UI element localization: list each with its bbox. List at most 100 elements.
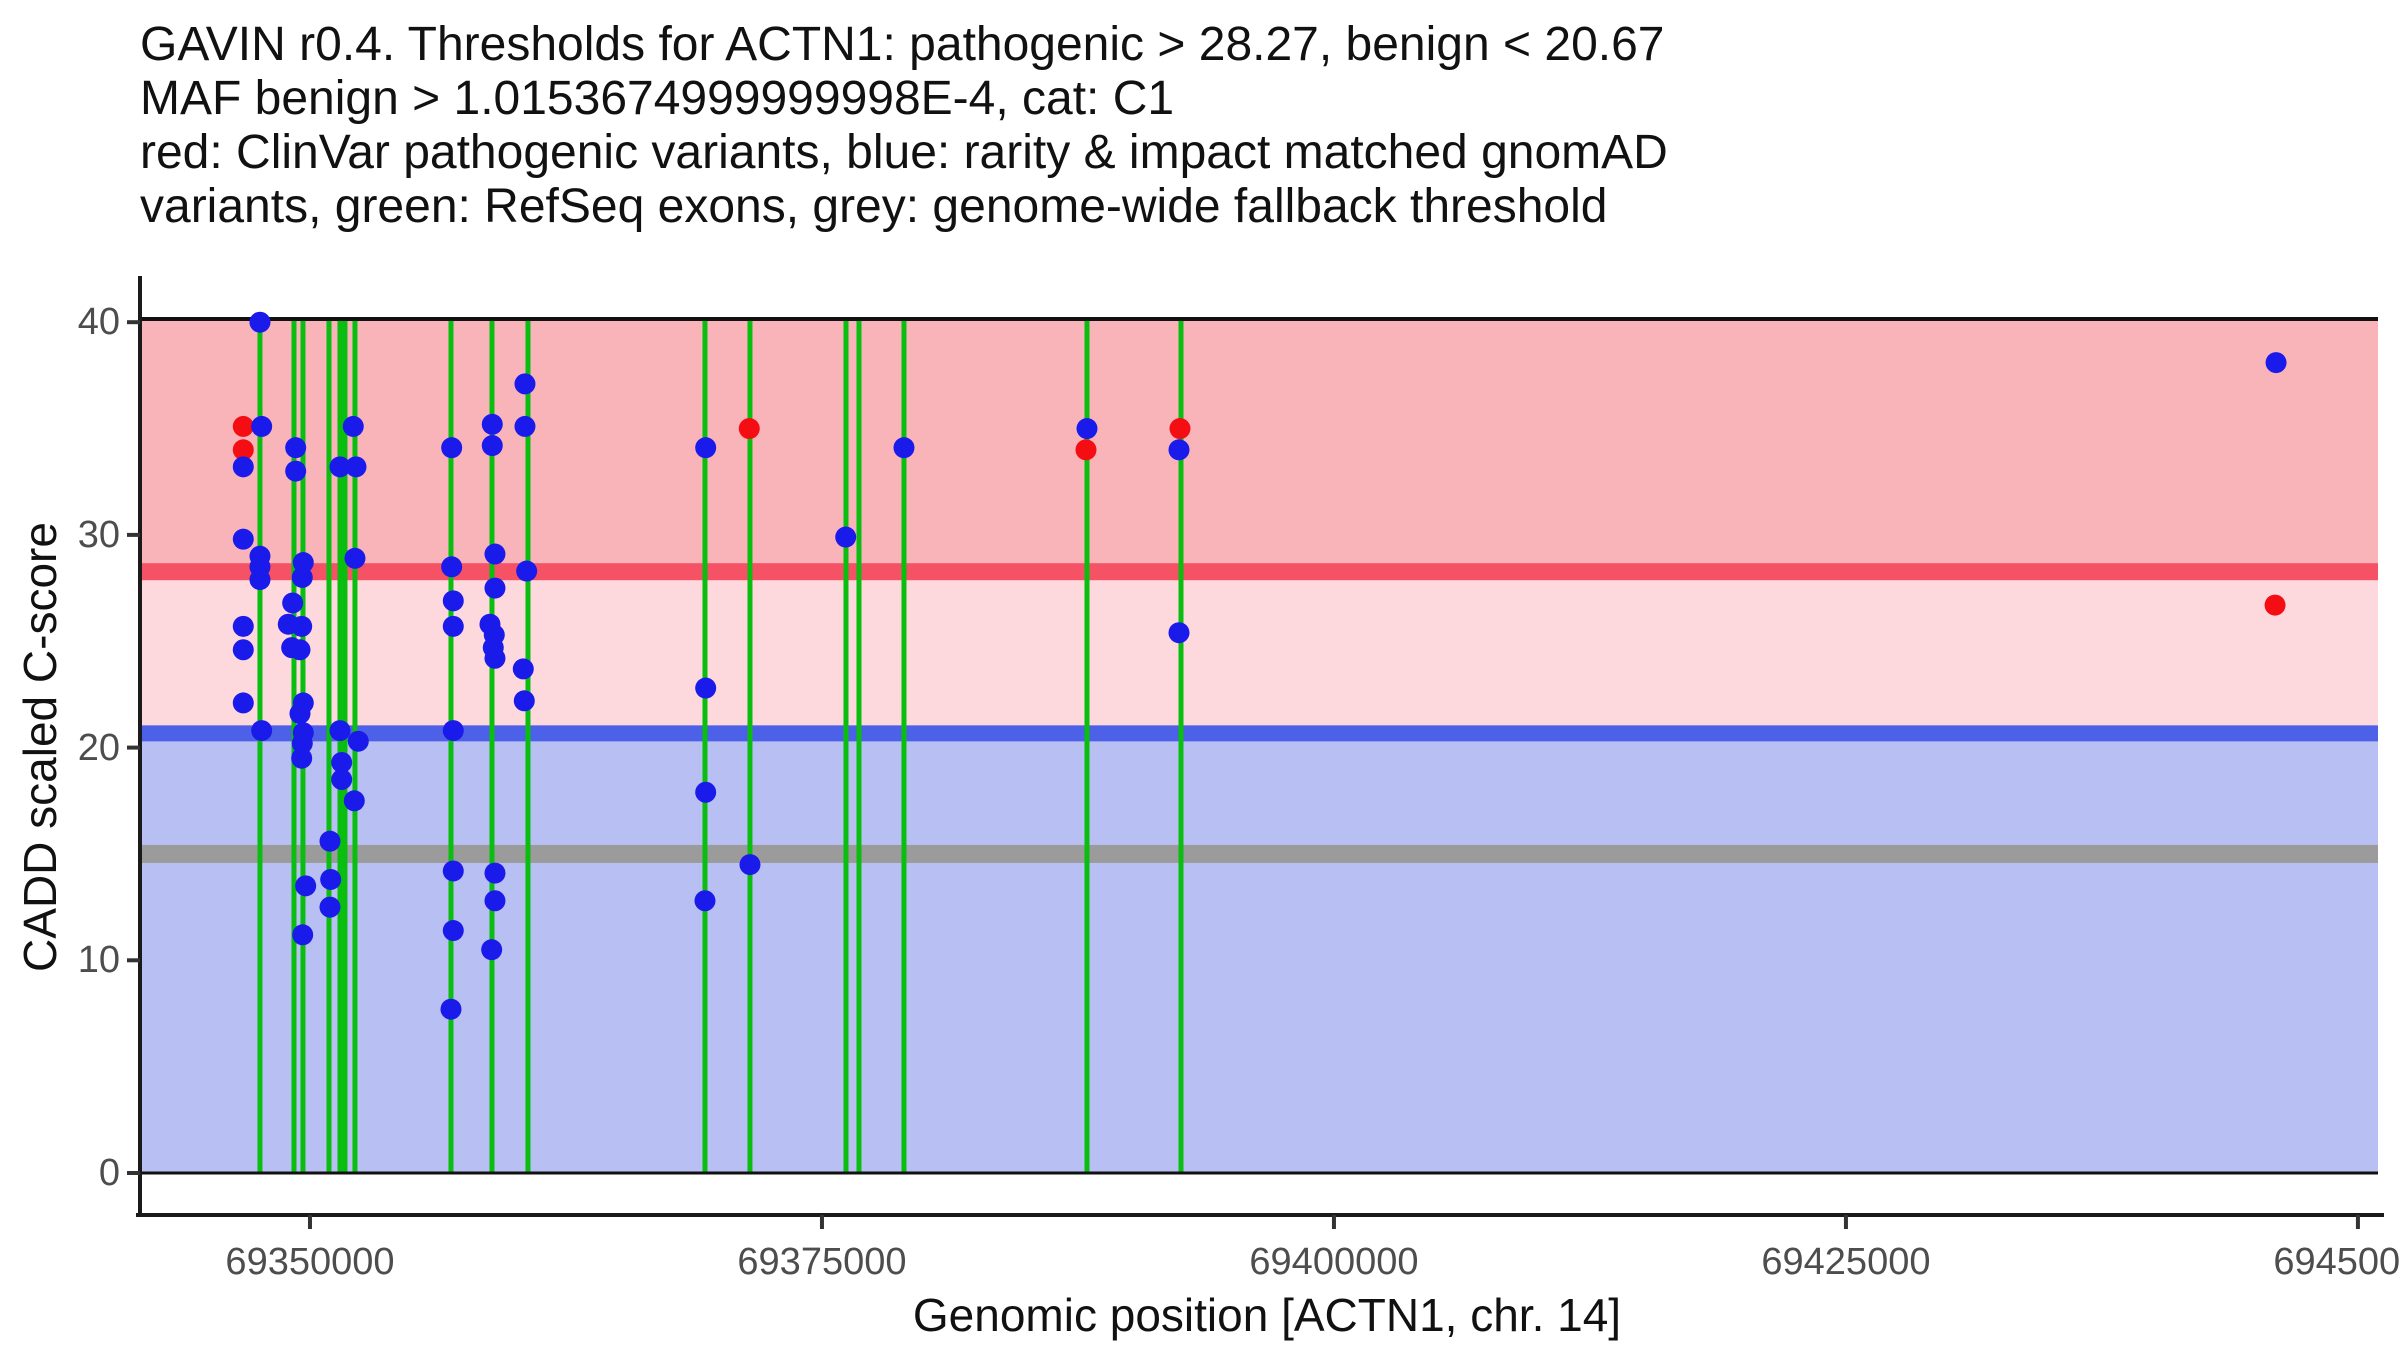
x-axis-title: Genomic position [ACTN1, chr. 14] xyxy=(912,1289,1622,1341)
x-tick-label: 69425000 xyxy=(1761,1241,1931,1283)
gnomad-variant-point xyxy=(329,720,351,742)
exon-line xyxy=(702,321,708,1173)
gnomad-variant-point xyxy=(295,875,317,897)
gnomad-variant-point xyxy=(251,720,273,742)
exon-line xyxy=(525,321,531,1173)
gnomad-variant-point xyxy=(285,437,307,459)
gnomad-variant-point xyxy=(249,311,271,333)
gnomad-variant-point xyxy=(292,552,314,574)
gnomad-variant-point xyxy=(695,781,717,803)
gnomad-variant-point xyxy=(1168,439,1190,461)
gnomad-variant-point xyxy=(695,677,717,699)
y-tick-label: 10 xyxy=(77,939,120,982)
clinvar-pathogenic-point xyxy=(2264,594,2286,616)
gnomad-variant-point xyxy=(329,456,351,478)
gnomad-variant-point xyxy=(292,924,314,946)
y-tick-label: 40 xyxy=(77,301,120,344)
gnomad-variant-point xyxy=(331,751,353,773)
gnomad-variant-point xyxy=(232,639,254,661)
gnomad-variant-point xyxy=(484,577,506,599)
gnomad-variant-point xyxy=(344,547,366,569)
benign-threshold-line xyxy=(140,725,2378,742)
gnomad-variant-point xyxy=(440,998,462,1020)
exon-line xyxy=(337,321,343,1173)
y-tick-mark xyxy=(127,745,140,750)
x-tick-mark xyxy=(307,1215,312,1229)
gnomad-variant-point xyxy=(249,569,271,591)
gnomad-variant-point xyxy=(442,920,464,942)
zero-baseline xyxy=(140,1171,2378,1175)
gnomad-variant-point xyxy=(232,456,254,478)
gnomad-variant-point xyxy=(481,413,503,435)
y-tick-label: 30 xyxy=(77,513,120,556)
gnomad-variant-point xyxy=(291,747,313,769)
x-tick-label: 69400000 xyxy=(1249,1241,1419,1283)
gnomad-variant-point xyxy=(513,690,535,712)
x-tick-mark xyxy=(2355,1215,2360,1229)
exon-line xyxy=(489,321,495,1173)
exon-line xyxy=(747,321,753,1173)
gnomad-variant-point xyxy=(343,790,365,812)
exon-line xyxy=(448,321,454,1173)
x-tick-mark xyxy=(819,1215,824,1229)
gnomad-variant-point xyxy=(512,658,534,680)
gnomad-variant-point xyxy=(481,939,503,961)
chart-title: GAVIN r0.4. Thresholds for ACTN1: pathog… xyxy=(140,18,1668,234)
gnomad-variant-point xyxy=(320,868,342,890)
exon-line xyxy=(326,321,332,1173)
panel-top-border xyxy=(140,317,2378,321)
gnomad-variant-point xyxy=(1168,622,1190,644)
x-tick-mark xyxy=(1843,1215,1848,1229)
exon-line xyxy=(843,321,849,1173)
y-tick-mark xyxy=(127,532,140,537)
gnomad-variant-point xyxy=(441,556,463,578)
gnomad-variant-point xyxy=(347,730,369,752)
exon-line xyxy=(901,321,907,1173)
gnomad-variant-point xyxy=(232,692,254,714)
gnomad-variant-point xyxy=(319,896,341,918)
exon-line xyxy=(1178,321,1184,1173)
gnomad-variant-point xyxy=(251,415,273,437)
gnomad-variant-point xyxy=(893,437,915,459)
y-tick-label: 20 xyxy=(77,726,120,769)
gnomad-variant-point xyxy=(291,732,313,754)
gnomad-variant-point xyxy=(291,615,313,637)
gnomad-variant-point xyxy=(289,703,311,725)
gnomad-variant-point xyxy=(442,590,464,612)
clinvar-pathogenic-point xyxy=(1169,418,1191,440)
x-tick-label: 69350000 xyxy=(225,1241,395,1283)
gnomad-variant-point xyxy=(342,415,364,437)
gnomad-variant-point xyxy=(481,435,503,457)
gnomad-variant-point xyxy=(442,615,464,637)
exon-line xyxy=(1084,321,1090,1173)
exon-line xyxy=(856,321,862,1173)
gnomad-variant-point xyxy=(291,566,313,588)
chart-title-line-4: variants, green: RefSeq exons, grey: gen… xyxy=(140,180,1608,233)
gnomad-variant-point xyxy=(2265,352,2287,374)
exon-line xyxy=(342,321,348,1173)
x-tick-mark xyxy=(1331,1215,1336,1229)
y-tick-label: 0 xyxy=(98,1152,120,1194)
gnomad-variant-point xyxy=(484,890,506,912)
gnomad-variant-point xyxy=(331,769,353,791)
chart-title-line-3: red: ClinVar pathogenic variants, blue: … xyxy=(140,126,1668,179)
pathogenic-threshold-line xyxy=(140,563,2378,581)
gnomad-variant-point xyxy=(1076,418,1098,440)
gnomad-variant-point xyxy=(484,862,506,884)
gnomad-variant-point xyxy=(442,860,464,882)
gnomad-variant-point xyxy=(835,526,857,548)
gnomad-variant-point xyxy=(232,615,254,637)
gnomad-variant-point xyxy=(739,854,761,876)
gnomad-variant-point xyxy=(514,373,536,395)
gnomad-variant-point xyxy=(282,592,304,614)
clinvar-pathogenic-point xyxy=(738,418,760,440)
uncertain-region-band xyxy=(140,571,2378,734)
gnomad-variant-point xyxy=(484,647,506,669)
fallback-threshold-line xyxy=(140,844,2378,863)
x-axis-line xyxy=(136,1213,2384,1217)
gnomad-variant-point xyxy=(514,415,536,437)
chart-title-line-1: GAVIN r0.4. Thresholds for ACTN1: pathog… xyxy=(140,18,1665,71)
y-tick-mark xyxy=(127,320,140,325)
